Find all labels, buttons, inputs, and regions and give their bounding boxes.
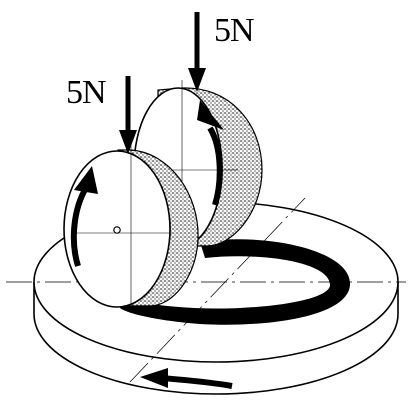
- front-wheel-axle: [113, 226, 121, 234]
- rear-force-label: 5N: [214, 12, 255, 49]
- disc-rotation-arc: [161, 375, 233, 389]
- wear-track-ring: [120, 239, 351, 325]
- rotation-arrow-icon: [197, 100, 224, 206]
- disc-rotation-arrowhead: [140, 368, 168, 388]
- wear-track: [120, 239, 351, 325]
- front-rotation-arrowhead: [74, 166, 98, 194]
- front-rotation-arc: [70, 186, 89, 267]
- rear-force-arrowhead: [188, 68, 206, 92]
- force-arrow-icon: [119, 76, 137, 154]
- front-force-arrowhead: [119, 130, 137, 154]
- disc-diagonal-centreline: [129, 197, 306, 383]
- front-force-label: 5N: [66, 74, 107, 111]
- rotation-arrow-icon: [70, 166, 98, 267]
- front-wheel: [63, 140, 199, 310]
- force-arrow-icon: [188, 12, 206, 92]
- rear-rotation-arrowhead: [197, 100, 224, 130]
- rear-rotation-arc: [207, 126, 223, 206]
- rotation-arrow-icon: [140, 368, 233, 389]
